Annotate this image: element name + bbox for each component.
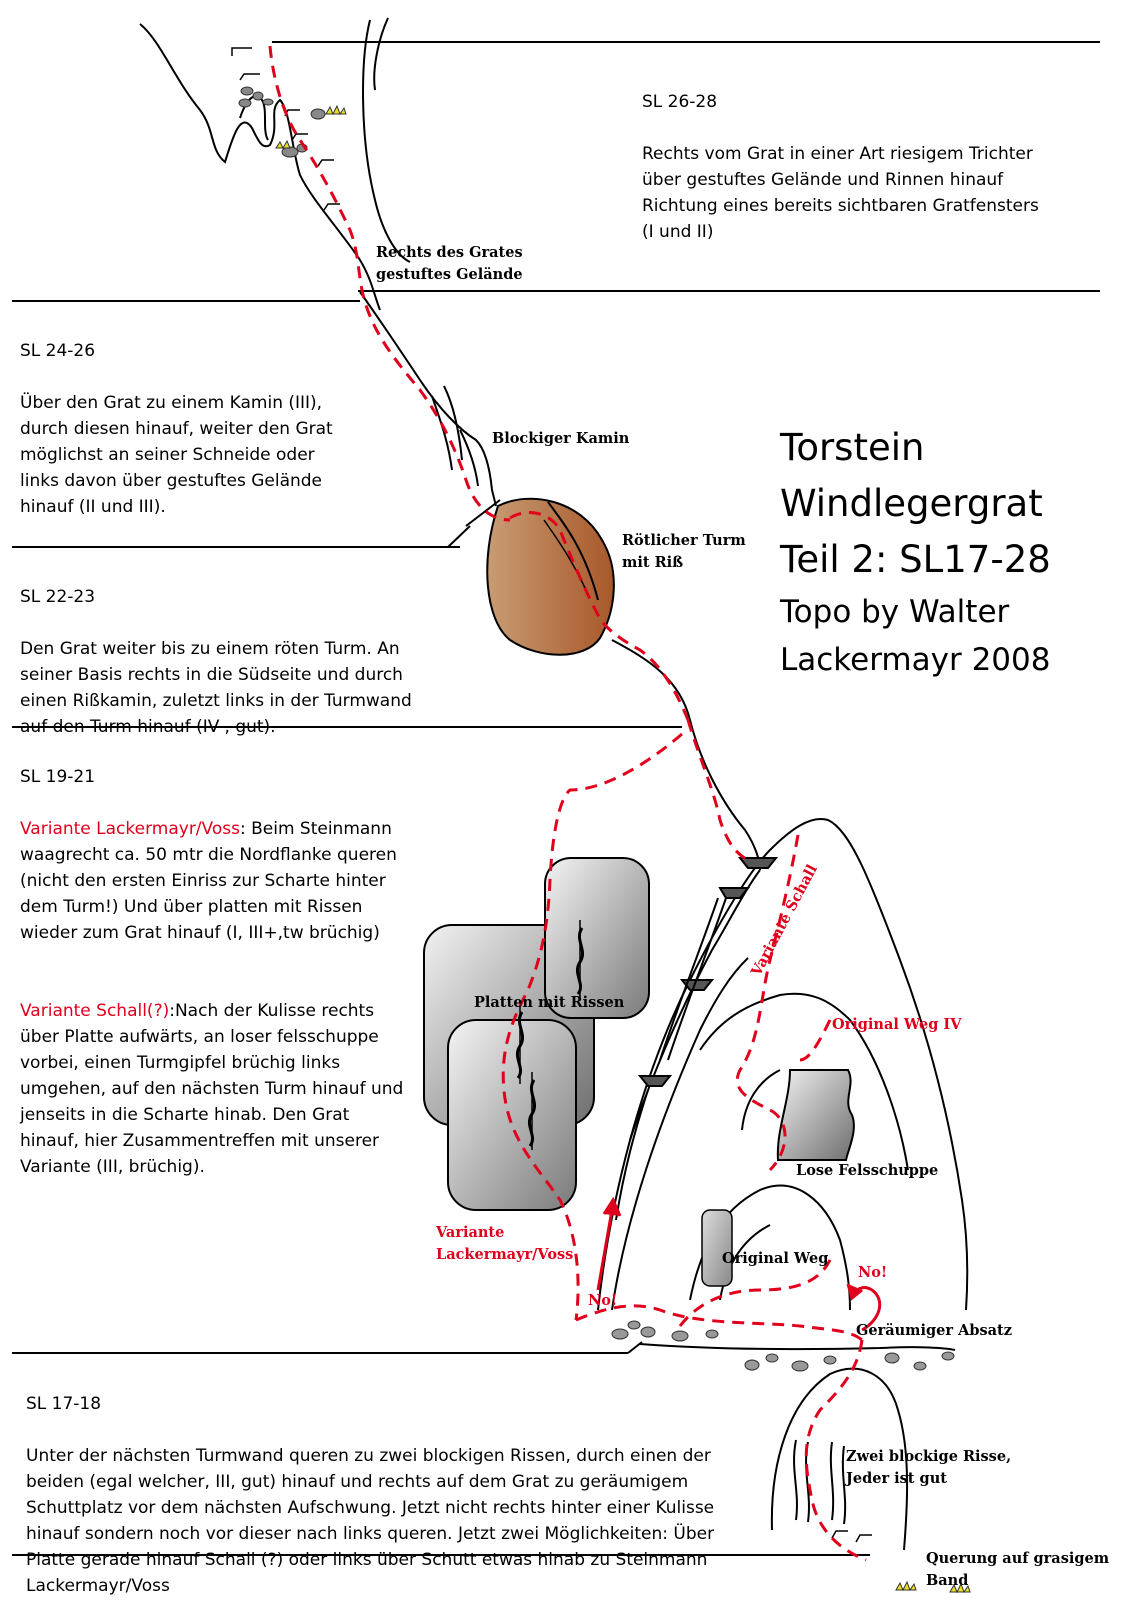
label-blockiger-kamin: Blockiger Kamin — [492, 430, 630, 447]
arrow-left — [596, 1209, 614, 1291]
route-approach — [575, 1304, 863, 1342]
route-lines — [268, 45, 867, 1562]
upper-ridge-ledges — [231, 47, 340, 211]
title-line-1: Torstein — [780, 426, 925, 469]
route-ridge — [686, 719, 753, 864]
label-rechts-des-grates: Rechts des Grates gestuftes Gelände — [376, 244, 523, 283]
section-text: Über den Grat zu einem Kamin (III), durc… — [20, 393, 333, 517]
section-heading: SL 22-23 — [20, 587, 96, 607]
section-heading: SL 19-21 — [20, 767, 96, 787]
title-line-5: Lackermayr 2008 — [780, 642, 1051, 678]
grass-tufts — [275, 104, 971, 1594]
route-bottom — [804, 1339, 867, 1562]
loose-flake — [776, 1069, 855, 1161]
section-text: Unter der nächsten Turmwand queren zu zw… — [26, 1446, 715, 1596]
tower-crack-2 — [543, 519, 587, 591]
section-sl17-18: SL 17-18 Unter der nächsten Turmwand que… — [26, 1365, 714, 1599]
label-platten-mit-rissen: Platten mit Rissen — [474, 994, 625, 1011]
variant-lackermayr-voss-text: : Beim Steinmann waagrecht ca. 50 mtr di… — [20, 819, 397, 943]
rubble — [611, 1320, 955, 1372]
title-line-3: Teil 2: SL17-28 — [780, 538, 1051, 581]
slabs-with-cracks — [423, 857, 650, 1211]
separator-lines — [12, 41, 1100, 1556]
lower-tower-ledges — [637, 857, 779, 1087]
section-heading: SL 17-18 — [26, 1394, 102, 1414]
variant-schall-text: :Nach der Kulisse rechts über Platte auf… — [20, 1001, 404, 1177]
label-roetlicher-turm: Rötlicher Turm mit Riß — [622, 532, 746, 571]
upper-ridge — [139, 17, 411, 311]
platform — [627, 1341, 956, 1354]
route-main-upper — [268, 45, 511, 522]
variant-lackermayr-voss-name: Variante Lackermayr/Voss — [20, 819, 240, 839]
label-no-right: No! — [858, 1264, 888, 1281]
section-text: Rechts vom Grat in einer Art riesigem Tr… — [642, 144, 1039, 242]
route-arrows — [596, 1196, 882, 1332]
title-line-2: Windlegergrat — [780, 482, 1043, 525]
label-no-left: No! — [588, 1292, 618, 1309]
lower-tower — [597, 818, 969, 1311]
section-sl22-23: SL 22-23 Den Grat weiter bis zu einem rö… — [20, 558, 412, 740]
section-text: Den Grat weiter bis zu einem röten Turm.… — [20, 639, 412, 737]
topo-title: Torstein Windlegergrat Teil 2: SL17-28 T… — [780, 420, 1051, 684]
tower-crack — [547, 501, 599, 601]
section-heading: SL 24-26 — [20, 341, 96, 361]
route-original-iv — [799, 1019, 832, 1062]
label-variante-lackermayr-voss: Variante Lackermayr/Voss — [436, 1224, 574, 1263]
upper-rocks — [238, 86, 326, 158]
route-lv-upper — [501, 732, 683, 1321]
slab-front — [447, 1019, 577, 1211]
variant-schall-name: Variante Schall(?) — [20, 1001, 170, 1021]
route-original — [678, 1259, 832, 1327]
label-zwei-blockige-risse: Zwei blockige Risse, Jeder ist gut — [846, 1448, 1012, 1487]
label-original-weg: Original Weg — [722, 1250, 829, 1267]
slab-upper — [544, 857, 650, 1019]
ridge-below-tower — [611, 639, 761, 871]
original-weg-slab — [701, 1209, 733, 1287]
title-line-4: Topo by Walter — [780, 594, 1010, 630]
bottom-ledges — [831, 1530, 872, 1543]
label-geraeumiger-absatz: Geräumiger Absatz — [856, 1322, 1012, 1339]
label-original-weg-iv: Original Weg IV — [832, 1016, 962, 1033]
section-sl26-28: SL 26-28 Rechts vom Grat in einer Art ri… — [642, 63, 1039, 245]
label-lose-felsschuppe: Lose Felsschuppe — [796, 1162, 939, 1179]
route-tower — [509, 510, 690, 721]
red-tower — [486, 497, 615, 656]
section-heading: SL 26-28 — [642, 92, 718, 112]
middle-ridge — [359, 291, 501, 548]
section-sl19-21: SL 19-21 Variante Lackermayr/Voss: Beim … — [20, 738, 403, 1180]
route-schall — [735, 834, 800, 1172]
section-sl24-26: SL 24-26 Über den Grat zu einem Kamin (I… — [20, 312, 333, 520]
lower-tower-cracks — [615, 897, 727, 1221]
label-querung: Querung auf grasigem Band — [926, 1550, 1110, 1589]
